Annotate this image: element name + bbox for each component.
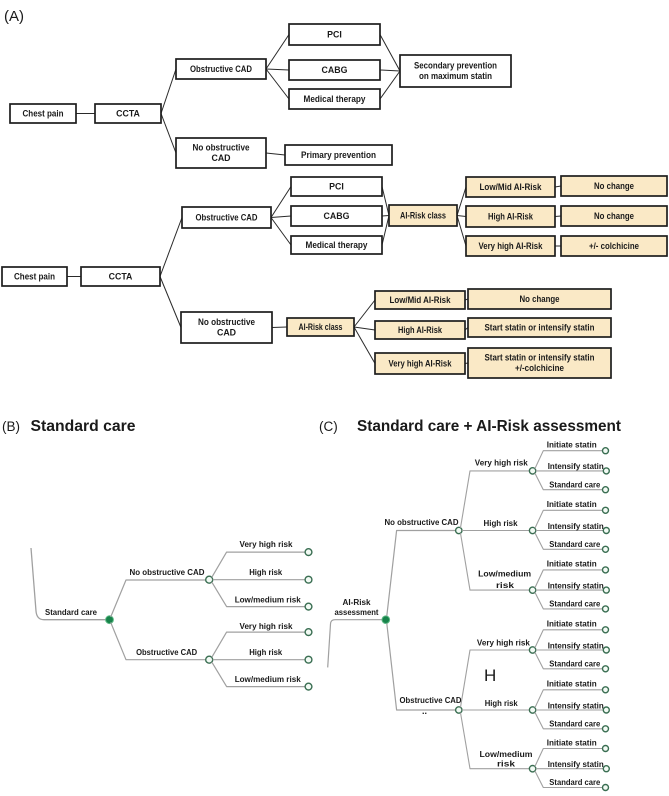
- svg-text:risk: risk: [497, 759, 515, 769]
- svg-text:..: ..: [422, 706, 427, 716]
- svg-text:CAD: CAD: [217, 328, 236, 338]
- svg-text:Low/medium risk: Low/medium risk: [235, 594, 301, 604]
- svg-text:Obstructive CAD: Obstructive CAD: [136, 647, 197, 657]
- svg-text:Standard care: Standard care: [549, 479, 600, 489]
- svg-text:Initiate statin: Initiate statin: [547, 737, 597, 747]
- svg-text:Standard care + AI-Risk assess: Standard care + AI-Risk assessment: [357, 418, 621, 435]
- svg-text:Chest pain: Chest pain: [23, 109, 64, 119]
- svg-text:AI-Risk class: AI-Risk class: [299, 322, 343, 332]
- svg-text:Initiate statin: Initiate statin: [547, 499, 597, 509]
- svg-text:Very high risk: Very high risk: [475, 457, 528, 467]
- svg-text:CABG: CABG: [324, 211, 350, 221]
- svg-text:No change: No change: [594, 211, 634, 221]
- svg-text:(B): (B): [2, 419, 20, 434]
- svg-text:Standard care: Standard care: [549, 658, 600, 668]
- svg-text:No obstructive CAD: No obstructive CAD: [385, 517, 459, 527]
- svg-text:High AI-Risk: High AI-Risk: [488, 212, 533, 222]
- svg-text:AI-Risk: AI-Risk: [343, 597, 371, 607]
- svg-text:Initiate statin: Initiate statin: [547, 440, 597, 450]
- svg-text:Standard care: Standard care: [549, 777, 600, 787]
- svg-text:Low/Mid AI-Risk: Low/Mid AI-Risk: [390, 295, 451, 305]
- svg-text:No change: No change: [520, 294, 560, 304]
- svg-text:Low/medium: Low/medium: [478, 569, 531, 579]
- svg-text:Very high AI-Risk: Very high AI-Risk: [479, 241, 543, 251]
- svg-text:Start statin or intensify stat: Start statin or intensify statin: [485, 352, 595, 362]
- svg-text:Very high risk: Very high risk: [477, 637, 530, 647]
- svg-text:Very high risk: Very high risk: [240, 539, 293, 549]
- svg-text:(A): (A): [4, 8, 24, 25]
- svg-text:Obstructive CAD: Obstructive CAD: [190, 64, 252, 74]
- svg-text:Very high AI-Risk: Very high AI-Risk: [389, 359, 452, 369]
- svg-text:Low/Mid AI-Risk: Low/Mid AI-Risk: [480, 182, 542, 192]
- svg-text:Medical therapy: Medical therapy: [304, 94, 366, 104]
- svg-text:Initiate statin: Initiate statin: [547, 559, 597, 569]
- svg-text:Low/medium: Low/medium: [480, 749, 533, 759]
- svg-text:Standard care: Standard care: [31, 418, 136, 435]
- svg-text:No obstructive: No obstructive: [193, 142, 250, 152]
- svg-text:Start statin or intensify stat: Start statin or intensify statin: [485, 323, 595, 333]
- svg-text:H: H: [484, 666, 496, 685]
- svg-text:on maximum statin: on maximum statin: [419, 71, 492, 81]
- svg-text:High risk: High risk: [249, 567, 282, 577]
- svg-text:Standard care: Standard care: [45, 607, 97, 617]
- svg-text:Intensify statin: Intensify statin: [548, 580, 604, 590]
- svg-text:No obstructive CAD: No obstructive CAD: [130, 567, 205, 577]
- svg-text:Intensify statin: Intensify statin: [548, 700, 604, 710]
- svg-text:Intensify statin: Intensify statin: [548, 521, 604, 531]
- svg-text:Standard care: Standard care: [549, 718, 600, 728]
- svg-text:PCI: PCI: [329, 182, 344, 192]
- svg-text:Standard care: Standard care: [549, 599, 600, 609]
- svg-text:Standard care: Standard care: [549, 539, 600, 549]
- svg-text:Primary prevention: Primary prevention: [301, 150, 376, 160]
- svg-text:Secondary prevention: Secondary prevention: [414, 60, 497, 70]
- svg-text:High risk: High risk: [484, 518, 518, 528]
- svg-text:Initiate statin: Initiate statin: [547, 679, 597, 689]
- svg-text:Intensify statin: Intensify statin: [548, 640, 604, 650]
- svg-text:CCTA: CCTA: [116, 109, 140, 119]
- svg-text:assessment: assessment: [335, 607, 379, 617]
- svg-text:High risk: High risk: [485, 698, 518, 708]
- svg-text:risk: risk: [496, 580, 514, 590]
- svg-text:Chest pain: Chest pain: [14, 272, 55, 282]
- svg-text:+/-colchicine: +/-colchicine: [515, 363, 564, 373]
- svg-text:Initiate statin: Initiate statin: [547, 619, 597, 629]
- svg-text:Obstructive CAD: Obstructive CAD: [196, 213, 258, 223]
- svg-text:High AI-Risk: High AI-Risk: [398, 325, 442, 335]
- svg-text:AI-Risk class: AI-Risk class: [400, 211, 446, 221]
- svg-text:Low/medium risk: Low/medium risk: [235, 674, 301, 684]
- svg-text:No obstructive: No obstructive: [198, 317, 255, 327]
- svg-text:Intensify statin: Intensify statin: [548, 759, 604, 769]
- svg-text:+/- colchicine: +/- colchicine: [589, 241, 639, 251]
- svg-text:Obstructive CAD: Obstructive CAD: [400, 695, 462, 705]
- svg-text:Intensify statin: Intensify statin: [548, 461, 604, 471]
- svg-text:No change: No change: [594, 181, 634, 191]
- svg-text:Very high risk: Very high risk: [240, 621, 293, 631]
- svg-text:CAD: CAD: [211, 153, 230, 163]
- svg-text:PCI: PCI: [327, 30, 342, 40]
- svg-text:CCTA: CCTA: [109, 272, 133, 282]
- svg-text:(C): (C): [319, 419, 338, 434]
- svg-text:High risk: High risk: [249, 647, 282, 657]
- svg-text:Medical therapy: Medical therapy: [306, 240, 368, 250]
- svg-text:CABG: CABG: [322, 65, 348, 75]
